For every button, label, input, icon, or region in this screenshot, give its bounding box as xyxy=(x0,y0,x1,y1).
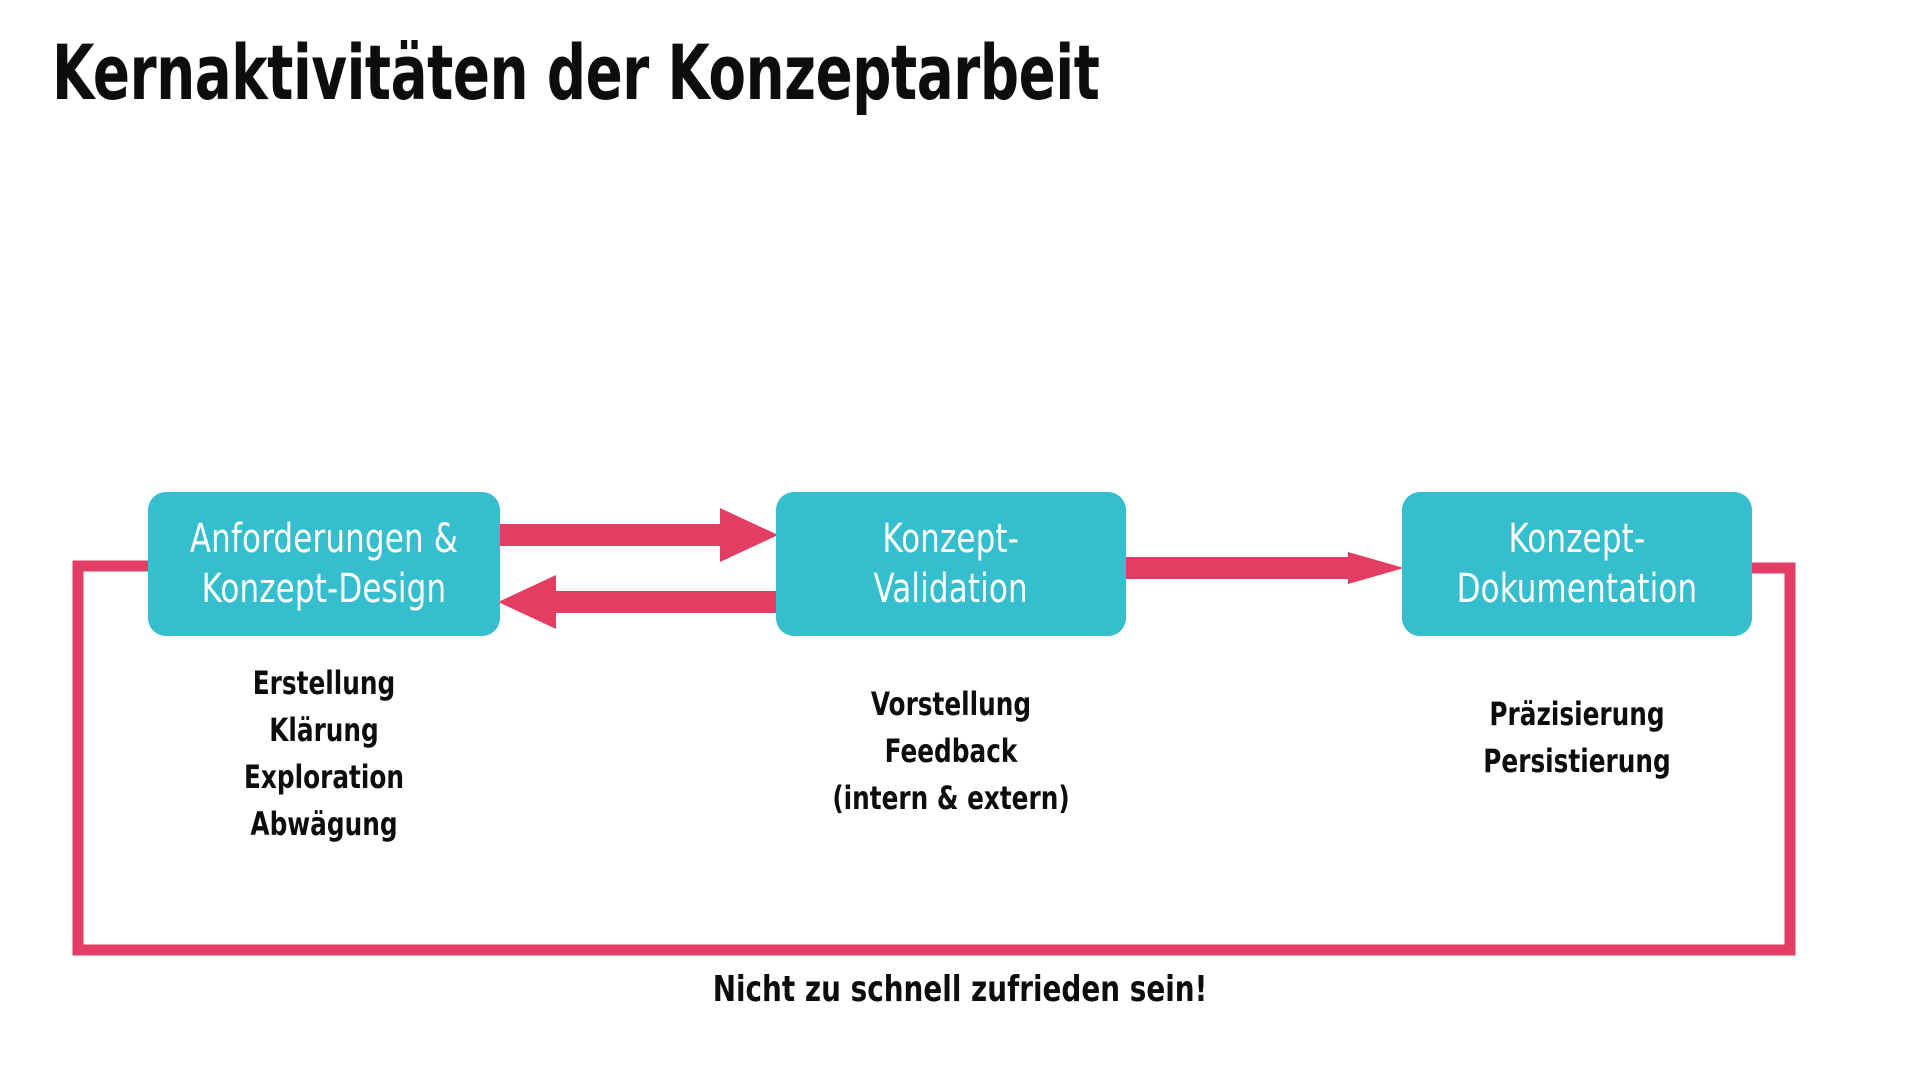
arrow-validation-to-design xyxy=(498,575,780,629)
arrow-design-to-validation xyxy=(498,508,778,562)
page-title: Kernaktivitäten der Konzeptarbeit xyxy=(52,28,1100,117)
process-node-konzept-validation[interactable]: Konzept- Validation xyxy=(776,492,1126,636)
node-details-konzept-dokumentation: Präzisierung Persistierung xyxy=(1483,695,1671,780)
node-label: Konzept- Dokumentation xyxy=(1456,516,1698,612)
node-label: Konzept- Validation xyxy=(873,516,1029,612)
process-node-konzept-dokumentation[interactable]: Konzept- Dokumentation xyxy=(1402,492,1752,636)
arrow-validation-to-dokumentation xyxy=(1124,552,1404,584)
node-details-konzept-validation: Vorstellung Feedback (intern & extern) xyxy=(832,685,1070,817)
process-node-anforderungen-konzept-design[interactable]: Anforderungen & Konzept-Design xyxy=(148,492,500,636)
node-details-anforderungen-konzept-design: Erstellung Klärung Exploration Abwägung xyxy=(244,664,404,843)
node-label: Anforderungen & Konzept-Design xyxy=(189,516,459,612)
loop-caption: Nicht zu schnell zufrieden sein! xyxy=(712,969,1208,1010)
